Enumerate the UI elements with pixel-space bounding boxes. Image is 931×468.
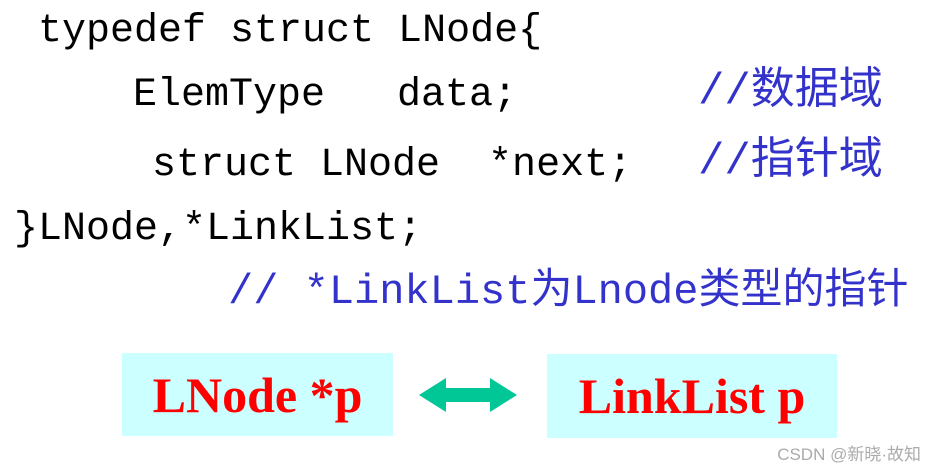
comment-linklist-explanation: // *LinkList为Lnode类型的指针 <box>228 268 909 316</box>
equiv-label-lnode: LNode *p <box>152 366 363 423</box>
code-line-typedef-names: }LNode,*LinkList; <box>14 207 423 252</box>
code-line-next-member: struct LNode *next; <box>152 143 633 188</box>
equiv-box-linklist: LinkList p <box>547 354 837 438</box>
comment-data-field: //数据域 <box>698 67 883 117</box>
equiv-label-linklist: LinkList p <box>578 368 806 424</box>
code-line-typedef: typedef struct LNode{ <box>38 9 543 54</box>
comment-pointer-field: //指针域 <box>698 137 883 187</box>
code-line-data-member: ElemType data; <box>133 73 518 118</box>
equiv-box-lnode: LNode *p <box>122 353 393 436</box>
watermark: CSDN @新晓·故知 <box>777 445 921 464</box>
double-headed-arrow-icon <box>419 378 517 412</box>
